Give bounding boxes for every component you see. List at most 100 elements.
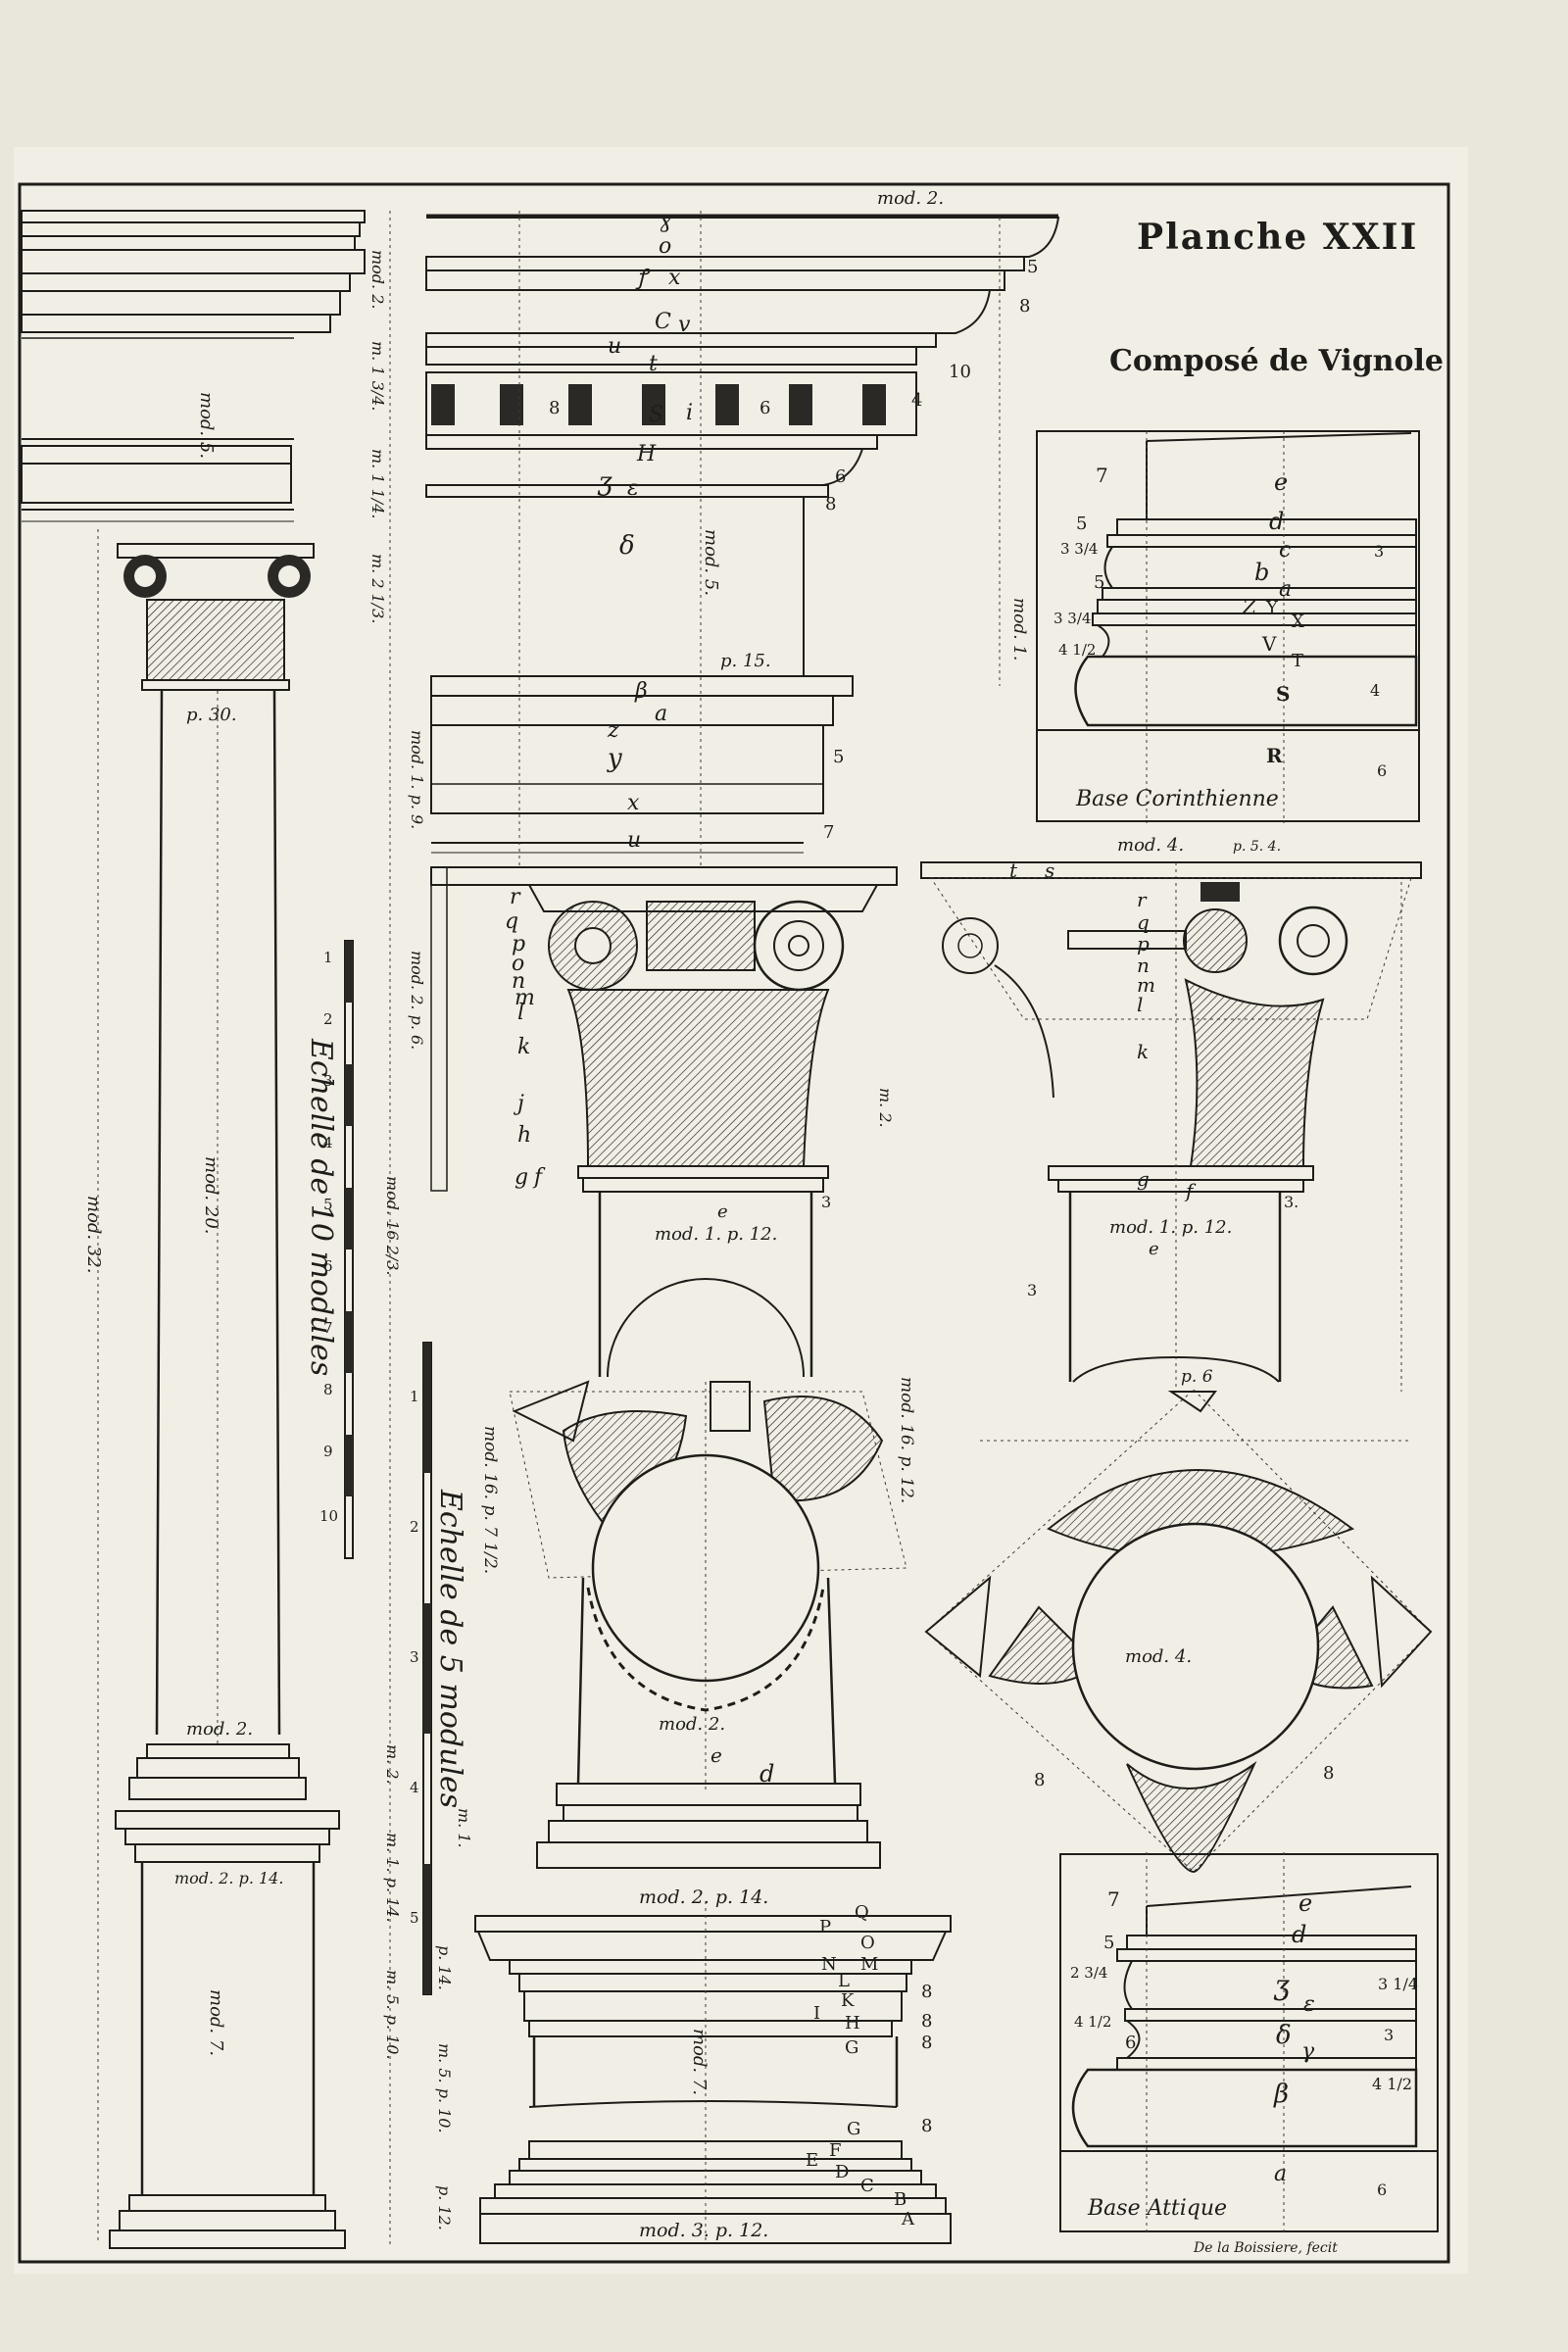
corinthian-base-numbers: 7 5 3 3/4 5 3 3/4 4 1/2 3 4 6	[1054, 464, 1387, 780]
ab-num-7: 4 1/2	[1372, 2075, 1412, 2093]
sec-letter-0: t	[1009, 858, 1018, 882]
cb-letter-1: d	[1269, 508, 1284, 535]
scale5-tick-1: 1	[410, 1388, 419, 1405]
pedestal-top-label: mod. 2. p. 14.	[639, 1886, 768, 1908]
corinthian-base-left-label: mod. 1.	[1009, 598, 1029, 661]
ent-letter-10: H	[636, 442, 657, 466]
scale-five-title: Echelle de 5 modules	[433, 1489, 467, 1808]
ped-letter-7: I	[813, 2003, 820, 2024]
ent-num-2: 10	[949, 362, 971, 382]
ent-letter-5: v	[678, 313, 691, 337]
ab-letter-4: δ	[1276, 2021, 1292, 2050]
attic-base-profile	[1059, 1852, 1439, 2234]
cap-letter-5: m	[514, 986, 535, 1010]
entablature-top-dim: mod. 2.	[877, 188, 944, 209]
plate-title: Planche XXII	[1137, 217, 1418, 258]
pedestal-left-dims: m. 1. p. 14. m. 5. p. 10. p. 12.	[435, 1808, 473, 2230]
ped-letter-8: H	[845, 2013, 860, 2034]
ent-letter-16: z	[607, 718, 619, 743]
ab-letter-2: ʒ	[1273, 1969, 1290, 2001]
small-capital	[117, 543, 315, 691]
ent-num-3: 4	[911, 390, 922, 411]
cap-letter-3: o	[512, 952, 524, 976]
ent-num-4: 6	[760, 398, 770, 418]
ent-letter-13: δ	[619, 531, 635, 561]
ped-letter-11: F	[829, 2140, 842, 2161]
cap-letter-10: g	[514, 1165, 528, 1190]
ab-num-1: 5	[1103, 1933, 1114, 1953]
sec-letter-8: k	[1137, 1040, 1149, 1063]
pedestal-height-label: mod. 7.	[206, 1989, 226, 2056]
sec-letter-11: e	[1149, 1239, 1159, 1259]
diameter-top-label: p. 30.	[186, 705, 237, 725]
cap-letter-12: e	[717, 1201, 728, 1222]
ent-letter-1: o	[659, 234, 671, 259]
ped-letter-4: M	[860, 1954, 878, 1975]
cap-letter-6: l	[517, 1001, 524, 1025]
cb-letter-3: b	[1254, 559, 1269, 586]
ent-letter-19: u	[627, 828, 641, 853]
ent-letter-2: ꝭ	[635, 266, 651, 290]
sec-letter-9: g	[1137, 1167, 1150, 1191]
abacus-top-label: p. 6	[1181, 1367, 1213, 1387]
ped-letter-10: G	[847, 2119, 860, 2139]
ent-letter-12: ε	[627, 476, 639, 501]
frieze-dim: p. 15.	[720, 651, 771, 671]
side-dim-4: mod. 1. p. 9.	[408, 730, 426, 829]
ent-letter-7: t	[649, 352, 658, 376]
ab-letter-3: ε	[1303, 1992, 1315, 2017]
ab-num-8: 6	[1377, 2180, 1387, 2199]
plan-mark-e: e	[710, 1743, 722, 1767]
cb-num-6: 3	[1374, 542, 1384, 561]
cb-letter-5: Z	[1242, 595, 1257, 618]
pedestal-numbers: 8 8 8 8	[921, 1982, 932, 2136]
scale10-tick-3: 3	[323, 1072, 333, 1090]
sec-letter-6: m	[1137, 973, 1155, 997]
cb-num-2: 3 3/4	[1060, 540, 1098, 558]
side-dim-6: mod. 16 2/3.	[383, 1176, 402, 1276]
attic-base-caption: Base Attique	[1087, 2196, 1227, 2221]
pedestal-bottom-label: mod. 3. p. 12.	[639, 2220, 768, 2241]
entablature-letters: ɣ o ꝭ x C v u t S i H ʒ ε δ β a z y x u	[597, 209, 693, 853]
ent-letter-15: a	[655, 702, 667, 726]
ped-letter-15: B	[894, 2189, 906, 2210]
ent-num-1: 8	[1019, 296, 1030, 317]
cap-letter-4: n	[512, 969, 525, 994]
scale10-tick-8: 8	[323, 1381, 333, 1398]
plinth-label: mod. 2. p. 14.	[174, 1869, 283, 1887]
scale5-tick-3: 3	[410, 1648, 419, 1666]
scale5-tick-2: 2	[410, 1518, 419, 1536]
cap-letter-0: r	[510, 885, 521, 909]
ped-letter-16: A	[901, 2209, 915, 2230]
cb-letter-6: Y	[1265, 598, 1279, 618]
corinthian-base-profile	[1036, 430, 1420, 823]
ped-num-2: 8	[921, 2033, 932, 2053]
plate-subtitle: Composé de Vignole	[1109, 344, 1444, 378]
scale5-tick-5: 5	[410, 1909, 419, 1927]
cb-letter-11: R	[1266, 744, 1283, 767]
cb-num-4: 3 3/4	[1054, 610, 1091, 627]
ab-letter-1: d	[1292, 1921, 1306, 1948]
side-dim-7: m. 2.	[383, 1744, 402, 1785]
ab-num-2: 2 3/4	[1070, 1964, 1107, 1982]
corinthian-base-caption: Base Corinthienne	[1075, 787, 1279, 811]
entablature-mid-dim: mod. 5.	[701, 529, 721, 596]
section-top-small: p. 5. 4.	[1233, 839, 1281, 855]
ent-letter-17: y	[607, 744, 622, 773]
ped-letter-0: Q	[855, 1902, 869, 1923]
cb-num-0: 7	[1096, 464, 1108, 487]
plan-shaft-label: mod. 2.	[659, 1714, 725, 1735]
cb-num-8: 6	[1377, 761, 1387, 780]
scale10-tick-6: 6	[323, 1257, 333, 1275]
capital-elevation-letters: r q p o n m l k j h g f e	[505, 885, 728, 1222]
ped-num-1: 8	[921, 2011, 932, 2032]
ped-num-0: 8	[921, 1982, 932, 2002]
ent-num-7: 8	[825, 494, 836, 514]
scale10-tick-7: 7	[323, 1319, 333, 1337]
scale5-tick-4: 4	[410, 1779, 419, 1796]
sec-letter-4: p	[1137, 932, 1150, 956]
cap-letter-7: k	[517, 1035, 530, 1059]
ab-num-0: 7	[1107, 1887, 1120, 1911]
plan-right-label: mod. 16. p. 12.	[897, 1377, 916, 1503]
